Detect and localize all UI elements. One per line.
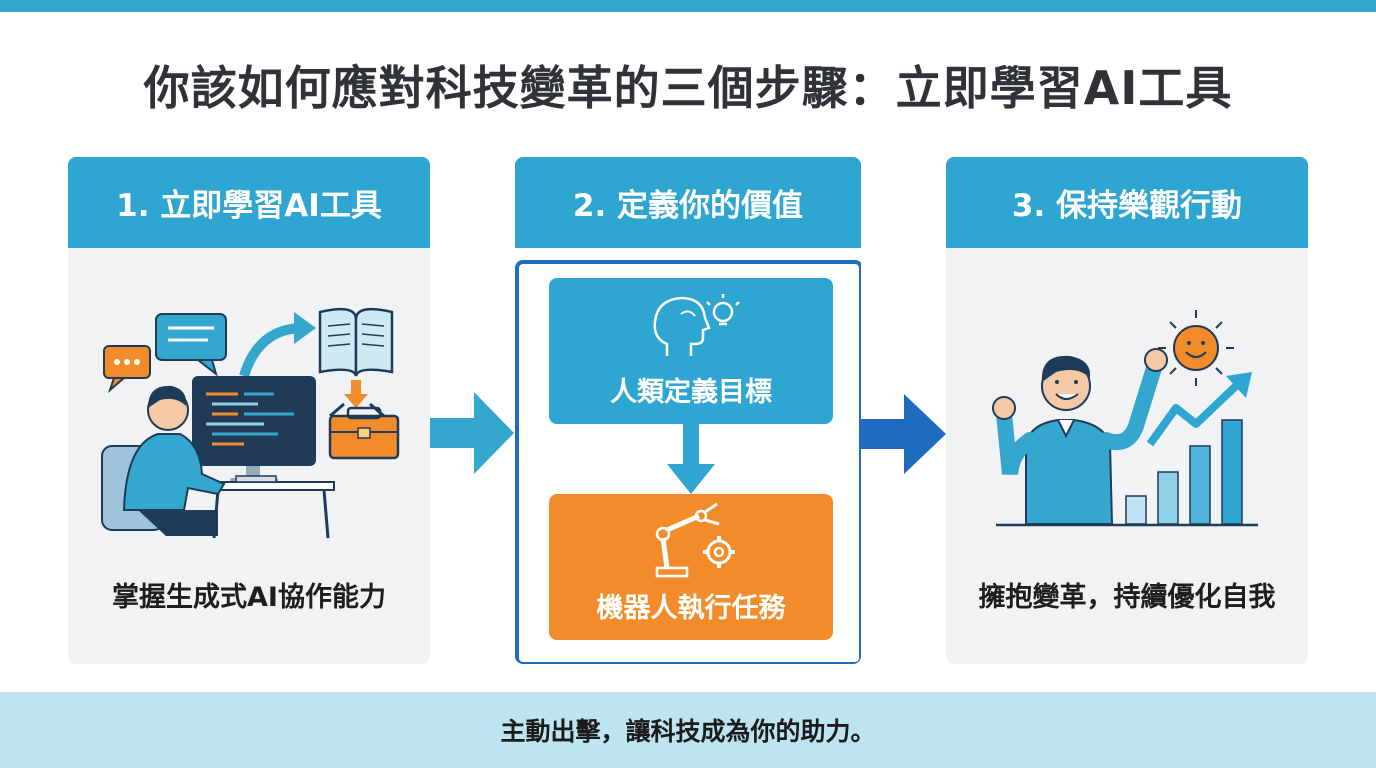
- optimistic-growth-illustration: [992, 310, 1258, 527]
- top-accent-stripe: [0, 0, 1376, 12]
- robot-executes-task-label: 機器人執行任務: [596, 593, 786, 624]
- step-1-header: 1. 立即學習AI工具: [68, 157, 430, 248]
- person-at-desk-icon: [101, 385, 226, 536]
- chat-bubble-icon: [155, 313, 227, 377]
- upward-trend-arrow-icon: [1146, 372, 1252, 447]
- step-1-panel: 1. 立即學習AI工具: [68, 157, 430, 664]
- rising-bar-chart-icon: [996, 419, 1258, 527]
- smiling-sun-icon: [1158, 310, 1234, 386]
- step-3-panel: 3. 保持樂觀行動: [946, 157, 1308, 664]
- book-icon: [318, 307, 394, 377]
- right-arrow-icon: [430, 392, 514, 474]
- step-2-panel: 2. 定義你的價值 人類定義目標: [515, 157, 861, 664]
- step-3-header: 3. 保持樂觀行動: [946, 157, 1308, 248]
- footer-banner: 主動出擊，讓科技成為你的助力。: [0, 692, 1376, 768]
- computer-monitor-icon: [192, 376, 316, 484]
- head-lightbulb-icon: [653, 294, 740, 356]
- page-title: 你該如何應對科技變革的三個步驟：立即學習AI工具: [143, 61, 1233, 115]
- value-flow-frame: 人類定義目標 機器人執行任務: [515, 260, 861, 664]
- footer-text: 主動出擊，讓科技成為你的助力。: [500, 717, 876, 746]
- cheering-person-icon: [992, 348, 1168, 525]
- step-1-caption: 掌握生成式AI協作能力: [112, 582, 386, 613]
- robot-executes-task-box: 機器人執行任務: [549, 494, 833, 640]
- person-at-computer-illustration: [101, 307, 400, 539]
- curved-arrow-icon: [239, 312, 316, 378]
- step-2-header: 2. 定義你的價值: [515, 157, 861, 248]
- toolbox-icon: [328, 402, 400, 460]
- human-defines-goal-label: 人類定義目標: [610, 377, 772, 408]
- down-arrow-icon: [667, 424, 715, 494]
- human-defines-goal-box: 人類定義目標: [549, 278, 833, 424]
- robot-arm-gear-icon: [655, 502, 735, 578]
- chat-ellipsis-icon: [103, 345, 151, 394]
- desk-icon: [207, 475, 335, 539]
- step-3-caption: 擁抱變革，持續優化自我: [978, 582, 1276, 613]
- right-arrow-icon: [860, 394, 946, 474]
- down-arrow-icon: [344, 380, 368, 408]
